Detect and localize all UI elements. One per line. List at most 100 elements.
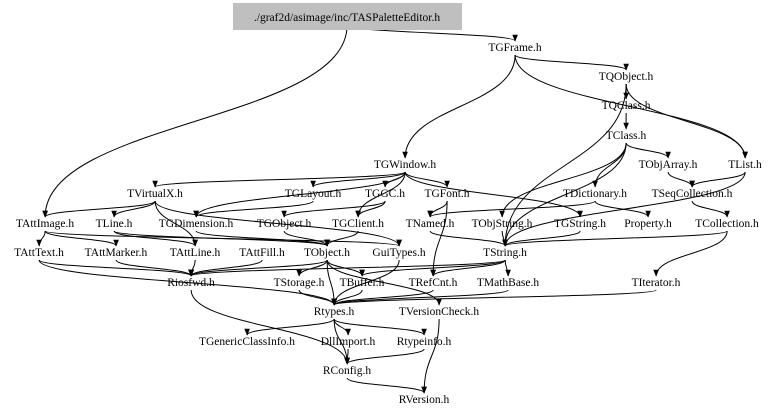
edge-tobject-to-tstorage (296, 259, 328, 277)
node-tattline[interactable]: TAttLine.h (170, 247, 221, 259)
node-trefcnt[interactable]: TRefCnt.h (409, 277, 458, 289)
edge-tgwindow-to-tgdimension (193, 171, 406, 218)
node-tattmarker[interactable]: TAttMarker.h (85, 247, 148, 259)
node-tobjarray[interactable]: TObjArray.h (639, 159, 698, 171)
edge-rconfig-to-rversion (346, 377, 427, 394)
edge-tcollection-to-tstring (502, 230, 728, 247)
node-tstorage[interactable]: TStorage.h (274, 277, 325, 289)
edge-titerator-to-rtypes (331, 289, 657, 306)
edge-trefcnt-to-rtypes (331, 289, 434, 306)
node-tgstring[interactable]: TGString.h (554, 218, 606, 230)
node-tbuffer[interactable]: TBuffer.h (340, 277, 385, 289)
node-tcollection[interactable]: TCollection.h (695, 218, 759, 230)
edge-tggc-to-tgclient (355, 200, 386, 218)
edge-tline-to-tobject (113, 230, 330, 247)
edge-tmathbase-to-rtypes (331, 289, 509, 306)
edge-tclass-to-tstring (502, 142, 627, 247)
node-rversion[interactable]: RVersion.h (399, 394, 450, 406)
edge-tversioncheck-to-rversion (421, 318, 440, 394)
node-tnamed[interactable]: TNamed.h (406, 218, 455, 230)
node-tqobject[interactable]: TQObject.h (599, 71, 654, 83)
node-tgwindow[interactable]: TGWindow.h (374, 159, 437, 171)
edge-tnamed-to-tstring (429, 230, 508, 247)
edge-tcollection-to-titerator (653, 230, 728, 277)
node-tversioncheck[interactable]: TVersionCheck.h (399, 306, 479, 318)
edge-tatttext-to-rtypes (38, 259, 337, 306)
edge-tattimage-to-tattmarker (44, 230, 119, 247)
node-tmathbase[interactable]: TMathBase.h (477, 277, 540, 289)
edges-layer (36, 24, 748, 394)
edge-tobject-to-tversioncheck (326, 259, 442, 306)
node-tobjstring[interactable]: TObjString.h (472, 218, 533, 230)
edge-tseqcollection-to-tcollection (691, 200, 730, 218)
node-tqclass[interactable]: TQClass.h (602, 100, 651, 112)
edge-dllimport-to-rconfig (344, 348, 350, 365)
edge-tqobject-to-tlist (625, 83, 748, 159)
root-node-box[interactable] (233, 3, 462, 30)
node-tglayout[interactable]: TGLayout.h (285, 188, 342, 200)
edge-tatttext-to-riosfwd (38, 259, 194, 277)
node-tseqcollection[interactable]: TSeqCollection.h (652, 188, 733, 200)
edge-tgwindow-to-tgstring (404, 171, 583, 218)
node-tggc[interactable]: TGGC.h (365, 188, 405, 200)
edge-tstring-to-trefcnt (430, 259, 506, 277)
node-root[interactable]: ./graf2d/asimage/inc/TASPaletteEditor.h (254, 12, 440, 24)
edge-tgclient-to-tobject (324, 230, 359, 247)
edge-rtypeinfo-to-rconfig (344, 348, 425, 365)
node-tatttext[interactable]: TAttText.h (14, 247, 64, 259)
node-tgfont[interactable]: TGFont.h (424, 188, 469, 200)
node-tclass[interactable]: TClass.h (606, 130, 647, 142)
edge-rtypes-to-rtypeinfo (333, 318, 427, 336)
node-tattimage[interactable]: TAttImage.h (16, 218, 74, 230)
edge-tclass-to-tdictionary (592, 142, 627, 188)
edge-root-to-tattimage (42, 24, 348, 218)
edge-tglayout-to-tgdimension (193, 200, 314, 218)
edge-tstorage-to-rtypes (298, 289, 337, 306)
edge-tattmarker-to-riosfwd (115, 259, 194, 277)
edge-tclass-to-tobjarray (625, 142, 671, 159)
node-rconfig[interactable]: RConfig.h (323, 365, 371, 377)
edge-tstring-to-riosfwd (188, 259, 506, 277)
edge-tqobject-to-tstring (502, 83, 627, 247)
node-tline[interactable]: TLine.h (96, 218, 133, 230)
node-tattfill[interactable]: TAttFill.h (239, 247, 285, 259)
edge-tline-to-tattline (113, 230, 198, 247)
edge-tgwindow-to-tgfont (404, 171, 450, 188)
edge-tgframe-to-tqobject (514, 54, 629, 71)
edge-tstring-to-tmathbase (504, 259, 511, 277)
edge-tobjarray-to-tseqcollection (667, 171, 695, 188)
node-tgclient[interactable]: TGClient.h (332, 218, 384, 230)
node-titerator[interactable]: TIterator.h (632, 277, 681, 289)
edge-tgwindow-to-tvirtualx (152, 171, 406, 188)
edge-tvirtualx-to-tattimage (42, 200, 156, 218)
edge-tgframe-to-tgwindow (402, 54, 516, 159)
edge-tdictionary-to-tnamed (427, 200, 596, 218)
edge-rtypes-to-tgenericclassinfo (244, 318, 335, 336)
node-tgenericclassinfo[interactable]: TGenericClassInfo.h (199, 336, 295, 348)
node-riosfwd[interactable]: Riosfwd.h (167, 277, 215, 289)
edge-tvirtualx-to-tline (111, 200, 156, 218)
node-tobject[interactable]: TObject.h (304, 247, 350, 259)
node-property[interactable]: Property.h (624, 218, 672, 230)
edge-tggc-to-tgobject (281, 200, 386, 218)
node-tgframe[interactable]: TGFrame.h (488, 42, 542, 54)
node-rtypes[interactable]: Rtypes.h (314, 306, 355, 318)
edge-tgwindow-to-tglayout (310, 171, 406, 188)
node-tdictionary[interactable]: TDictionary.h (563, 188, 627, 200)
edge-tvirtualx-to-guitypes (154, 200, 402, 247)
edge-tclass-to-tobjstring (499, 142, 627, 218)
node-tgdimension[interactable]: TGDimension.h (159, 218, 234, 230)
node-tvirtualx[interactable]: TVirtualX.h (127, 188, 183, 200)
node-tgobject[interactable]: TGObject.h (257, 218, 312, 230)
edge-tgdimension-to-tobject (195, 230, 330, 247)
node-rtypeinfo[interactable]: Rtypeinfo.h (397, 336, 452, 348)
node-guitypes[interactable]: GuiTypes.h (372, 247, 425, 259)
node-dllimport[interactable]: DllImport.h (321, 336, 376, 348)
edge-tlist-to-tstring (502, 171, 746, 247)
node-tstring[interactable]: TString.h (483, 247, 527, 259)
edge-tdictionary-to-property (594, 200, 651, 218)
edge-tstring-to-tbuffer (359, 259, 506, 277)
edge-tattimage-to-tatttext (36, 230, 46, 247)
node-tlist[interactable]: TList.h (728, 159, 762, 171)
